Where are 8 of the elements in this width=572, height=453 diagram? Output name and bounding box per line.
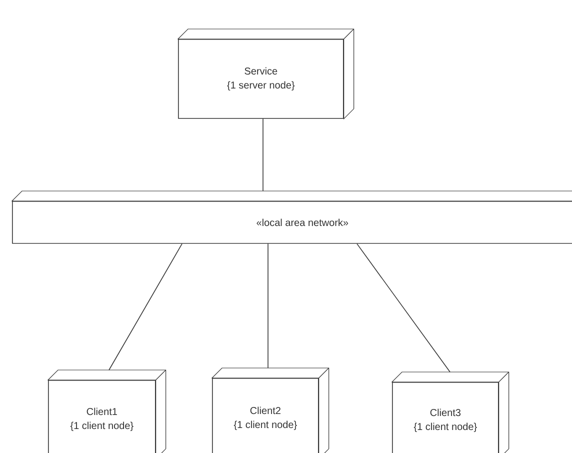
connector-line — [262, 118, 264, 192]
connector-line — [356, 243, 450, 372]
connector-line — [108, 243, 182, 370]
server-node-box: Service {1 server node} — [178, 28, 354, 120]
client-node-box: Client1 {1 client node} — [48, 370, 166, 453]
client-node-box: Client3 {1 client node} — [392, 372, 510, 453]
network-band: «local area network» — [12, 190, 572, 245]
client-node-box: Client2 {1 client node} — [212, 368, 330, 453]
